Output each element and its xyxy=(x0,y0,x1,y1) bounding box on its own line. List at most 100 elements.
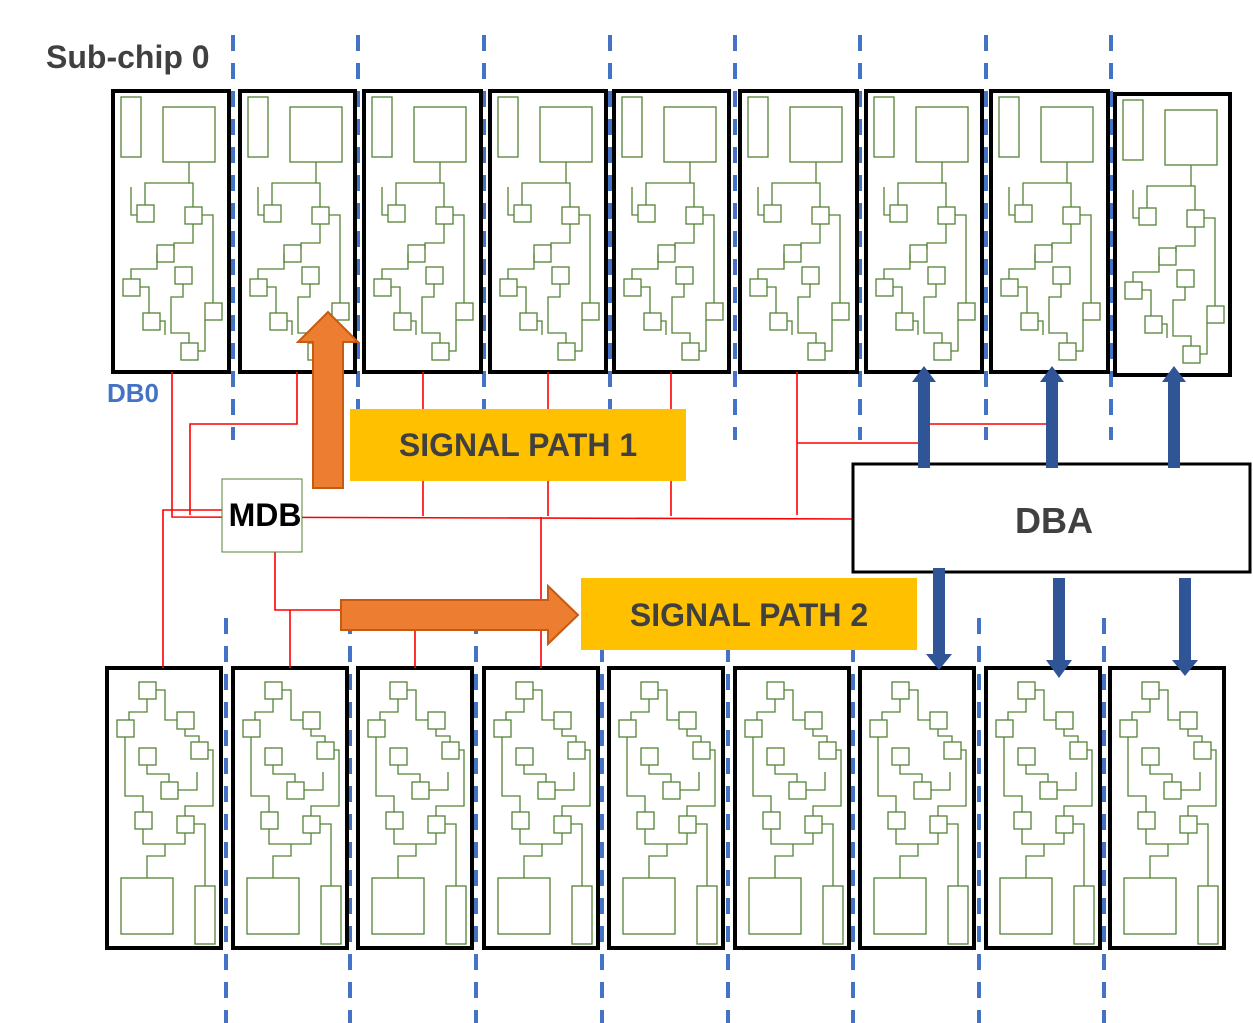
circuit-trace xyxy=(521,162,567,205)
circuit-trace xyxy=(156,689,177,721)
circuit-trace xyxy=(1204,217,1216,306)
circuit-trace xyxy=(561,729,577,742)
bus-arrow-up-3 xyxy=(1162,366,1186,468)
circuit-trace xyxy=(257,187,264,216)
circuit-trace xyxy=(631,187,638,216)
circuit-trace xyxy=(877,737,897,812)
circuit-block xyxy=(247,96,269,158)
circuit-trace xyxy=(913,320,919,335)
circuit-trace xyxy=(268,829,312,845)
circuit-trace xyxy=(449,320,457,352)
circuit-trace xyxy=(140,286,150,313)
circuit-trace xyxy=(271,162,317,205)
signal-path-2-arrow xyxy=(340,583,580,647)
circuit-trace xyxy=(1048,284,1068,343)
circuit-trace xyxy=(641,286,651,313)
circuit-trace xyxy=(1149,844,1169,878)
circuit-trace xyxy=(393,829,437,845)
mdb-label: MDB xyxy=(229,497,302,533)
chip-frame xyxy=(607,666,725,950)
circuit-trace xyxy=(703,214,715,303)
dba-box xyxy=(851,462,1252,574)
circuit-trace xyxy=(329,214,341,303)
wire-3 xyxy=(162,509,222,668)
circuit-trace xyxy=(771,162,817,205)
circuit-trace xyxy=(184,729,200,742)
chip-frame xyxy=(989,89,1110,374)
circuit-trace xyxy=(797,284,817,343)
circuit-trace xyxy=(1191,185,1196,210)
circuit-trace xyxy=(937,749,967,816)
circuit-trace xyxy=(774,844,794,878)
circuit-trace xyxy=(1007,699,1027,720)
circuit-trace xyxy=(453,214,465,303)
circuit-trace xyxy=(1035,689,1056,721)
mdb-box xyxy=(221,478,303,553)
circuit-trace xyxy=(429,772,449,791)
circuit-trace xyxy=(626,737,646,812)
top-chip-6 xyxy=(738,89,859,374)
bus-arrow-down-3 xyxy=(1172,578,1198,676)
circuit-trace xyxy=(537,320,543,335)
circuit-trace xyxy=(770,829,814,845)
circuit-trace xyxy=(523,765,547,782)
chip-frame xyxy=(858,666,976,950)
circuit-trace xyxy=(951,320,959,352)
circuit-trace xyxy=(631,253,659,279)
circuit-trace xyxy=(575,320,583,352)
circuit-trace xyxy=(756,699,776,720)
bottom-chip-9 xyxy=(1108,666,1226,950)
circuit-trace xyxy=(1003,737,1023,812)
circuit-trace xyxy=(897,162,943,205)
circuit-trace xyxy=(397,765,421,782)
circuit-trace xyxy=(1080,214,1092,303)
circuit-trace xyxy=(1063,729,1079,742)
circuit-trace xyxy=(533,689,554,721)
bottom-chip-row xyxy=(105,666,1226,950)
circuit-trace xyxy=(752,737,772,812)
circuit-trace xyxy=(391,286,401,313)
circuit-trace xyxy=(1162,323,1168,338)
circuit-trace xyxy=(1025,844,1045,878)
circuit-trace xyxy=(825,320,833,352)
circuit-trace xyxy=(304,772,324,791)
circuit-trace xyxy=(160,320,166,335)
circuit-trace xyxy=(555,772,575,791)
circuit-trace xyxy=(517,286,527,313)
circuit-trace xyxy=(130,253,158,279)
circuit-trace xyxy=(1051,224,1072,249)
circuit-trace xyxy=(899,765,923,782)
circuit-trace xyxy=(1038,320,1044,335)
bus-arrow-down-1 xyxy=(926,568,952,670)
circuit-trace xyxy=(435,729,451,742)
circuit-trace xyxy=(829,214,841,303)
circuit-trace xyxy=(202,214,214,303)
circuit-trace xyxy=(507,253,535,279)
circuit-trace xyxy=(566,182,571,207)
circuit-trace xyxy=(787,320,793,335)
circuit-block xyxy=(621,96,643,158)
circuit-trace xyxy=(881,699,901,720)
circuit-trace xyxy=(310,749,340,816)
top-chip-row xyxy=(111,89,1232,377)
top-chip-8 xyxy=(989,89,1110,374)
circuit-trace xyxy=(767,286,777,313)
circuit-trace xyxy=(931,772,951,791)
circuit-trace xyxy=(1187,749,1217,816)
chip-frame xyxy=(733,666,851,950)
circuit-trace xyxy=(947,823,959,886)
circuit-trace xyxy=(1131,699,1151,720)
circuit-trace xyxy=(523,844,543,878)
circuit-trace xyxy=(189,182,194,207)
circuit-trace xyxy=(937,729,953,742)
circuit-trace xyxy=(547,284,567,343)
circuit-trace xyxy=(300,224,321,249)
circuit-trace xyxy=(267,286,277,313)
circuit-trace xyxy=(784,689,805,721)
circuit-trace xyxy=(505,699,525,720)
circuit-trace xyxy=(198,320,206,352)
circuit-trace xyxy=(272,844,292,878)
bank-divider-lines xyxy=(224,35,1113,1023)
